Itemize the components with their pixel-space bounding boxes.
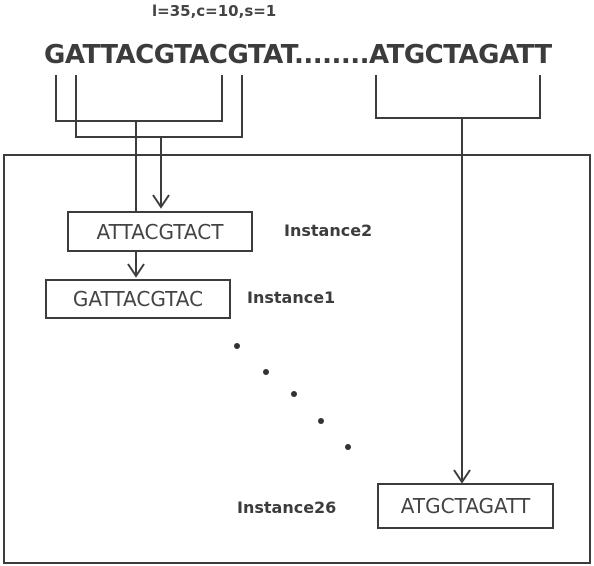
bracket-instance26	[375, 75, 541, 484]
instance26-label: Instance26	[237, 498, 337, 517]
bracket-instance2	[75, 75, 243, 209]
instance2-label: Instance2	[284, 221, 373, 240]
dna-sequence: GATTACGTACGTAT........ATGCTAGATT	[44, 40, 552, 70]
instance-container	[3, 154, 591, 564]
ellipsis-dot	[263, 369, 269, 375]
parameters-label: l=35,c=10,s=1	[152, 2, 277, 20]
instance1-label: Instance1	[247, 288, 336, 307]
ellipsis-dot	[345, 444, 351, 450]
ellipsis-dot	[318, 418, 324, 424]
instance26-box: ATGCTAGATT	[377, 483, 554, 529]
ellipsis-dot	[291, 391, 297, 397]
instance2-box: ATTACGTACT	[67, 211, 253, 252]
ellipsis-dot	[234, 343, 240, 349]
instance1-box: GATTACGTAC	[45, 279, 231, 319]
